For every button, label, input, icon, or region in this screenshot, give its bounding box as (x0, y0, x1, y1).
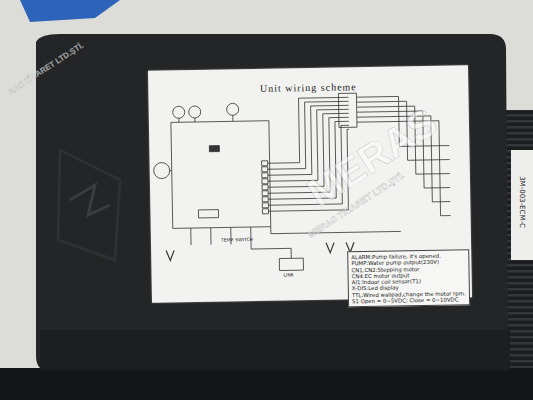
housing-base (0, 368, 533, 400)
terminal (262, 173, 268, 178)
housing-lid (36, 34, 508, 372)
terminal (262, 179, 268, 184)
note-line: CN1,CN2:Stepping motor (351, 265, 465, 273)
side-sticker (511, 150, 533, 260)
note-line: AI1:Indoor coil sensor(T1) (352, 277, 466, 285)
lightning-emboss (70, 185, 110, 215)
notes-box: ALARM:Pump failure, it's opened.PUMP:Wat… (347, 249, 470, 307)
label-title: Unit wiring scheme (148, 79, 468, 96)
motor-symbol (189, 106, 201, 118)
note-line: PUMP:Water pump output(230V) (351, 259, 465, 267)
terminal (262, 203, 268, 208)
note-line: CN4:EC motor output (352, 271, 466, 279)
terminal (262, 167, 268, 172)
note-line: S1 Open = 0~5VDC; Close = 0~10VDC (352, 296, 466, 304)
terminal (262, 161, 268, 166)
line-box (279, 258, 303, 270)
terminal (262, 197, 268, 202)
motor-symbol (227, 103, 239, 115)
fan-symbol (154, 162, 170, 178)
lid-emboss (58, 150, 120, 260)
motor-symbol (173, 106, 185, 118)
terminal (262, 191, 268, 196)
connector-block (338, 93, 357, 127)
pcb-outline (171, 121, 271, 229)
terminal (262, 185, 268, 190)
switch-label: TEMP. SWITCH (221, 237, 253, 243)
blue-object (20, 0, 120, 22)
line-label: LINE (284, 272, 294, 277)
terminal (262, 209, 268, 214)
sticker-text: 3M-003-ECM-C (518, 176, 526, 228)
lid-edge (40, 330, 510, 370)
